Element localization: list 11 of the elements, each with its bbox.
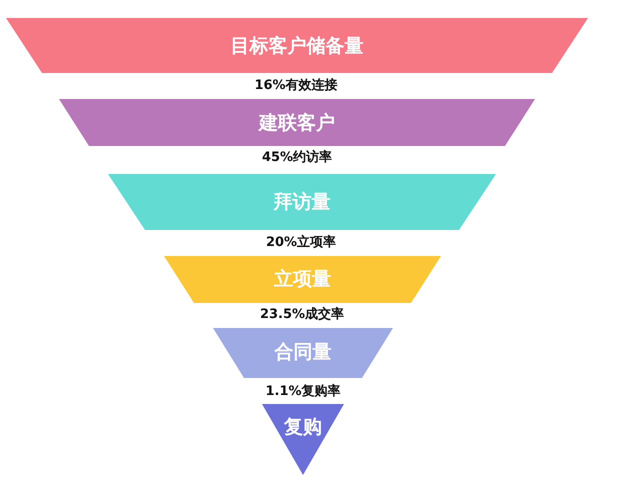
stage-label: 拜访量 [274, 191, 330, 213]
conversion-rate: 1.1%复购率 [265, 384, 341, 400]
stage-label: 复购 [284, 416, 322, 438]
stage-label: 建联客户 [259, 112, 335, 134]
stage-label: 合同量 [274, 341, 332, 363]
stage-label: 立项量 [274, 268, 331, 290]
conversion-rate: 23.5%成交率 [260, 307, 344, 323]
conversion-rate: 45%约访率 [262, 150, 332, 166]
conversion-rate: 20%立项率 [266, 235, 336, 251]
stage-label: 目标客户储备量 [230, 35, 364, 57]
conversion-rate: 16%有效连接 [254, 78, 338, 94]
